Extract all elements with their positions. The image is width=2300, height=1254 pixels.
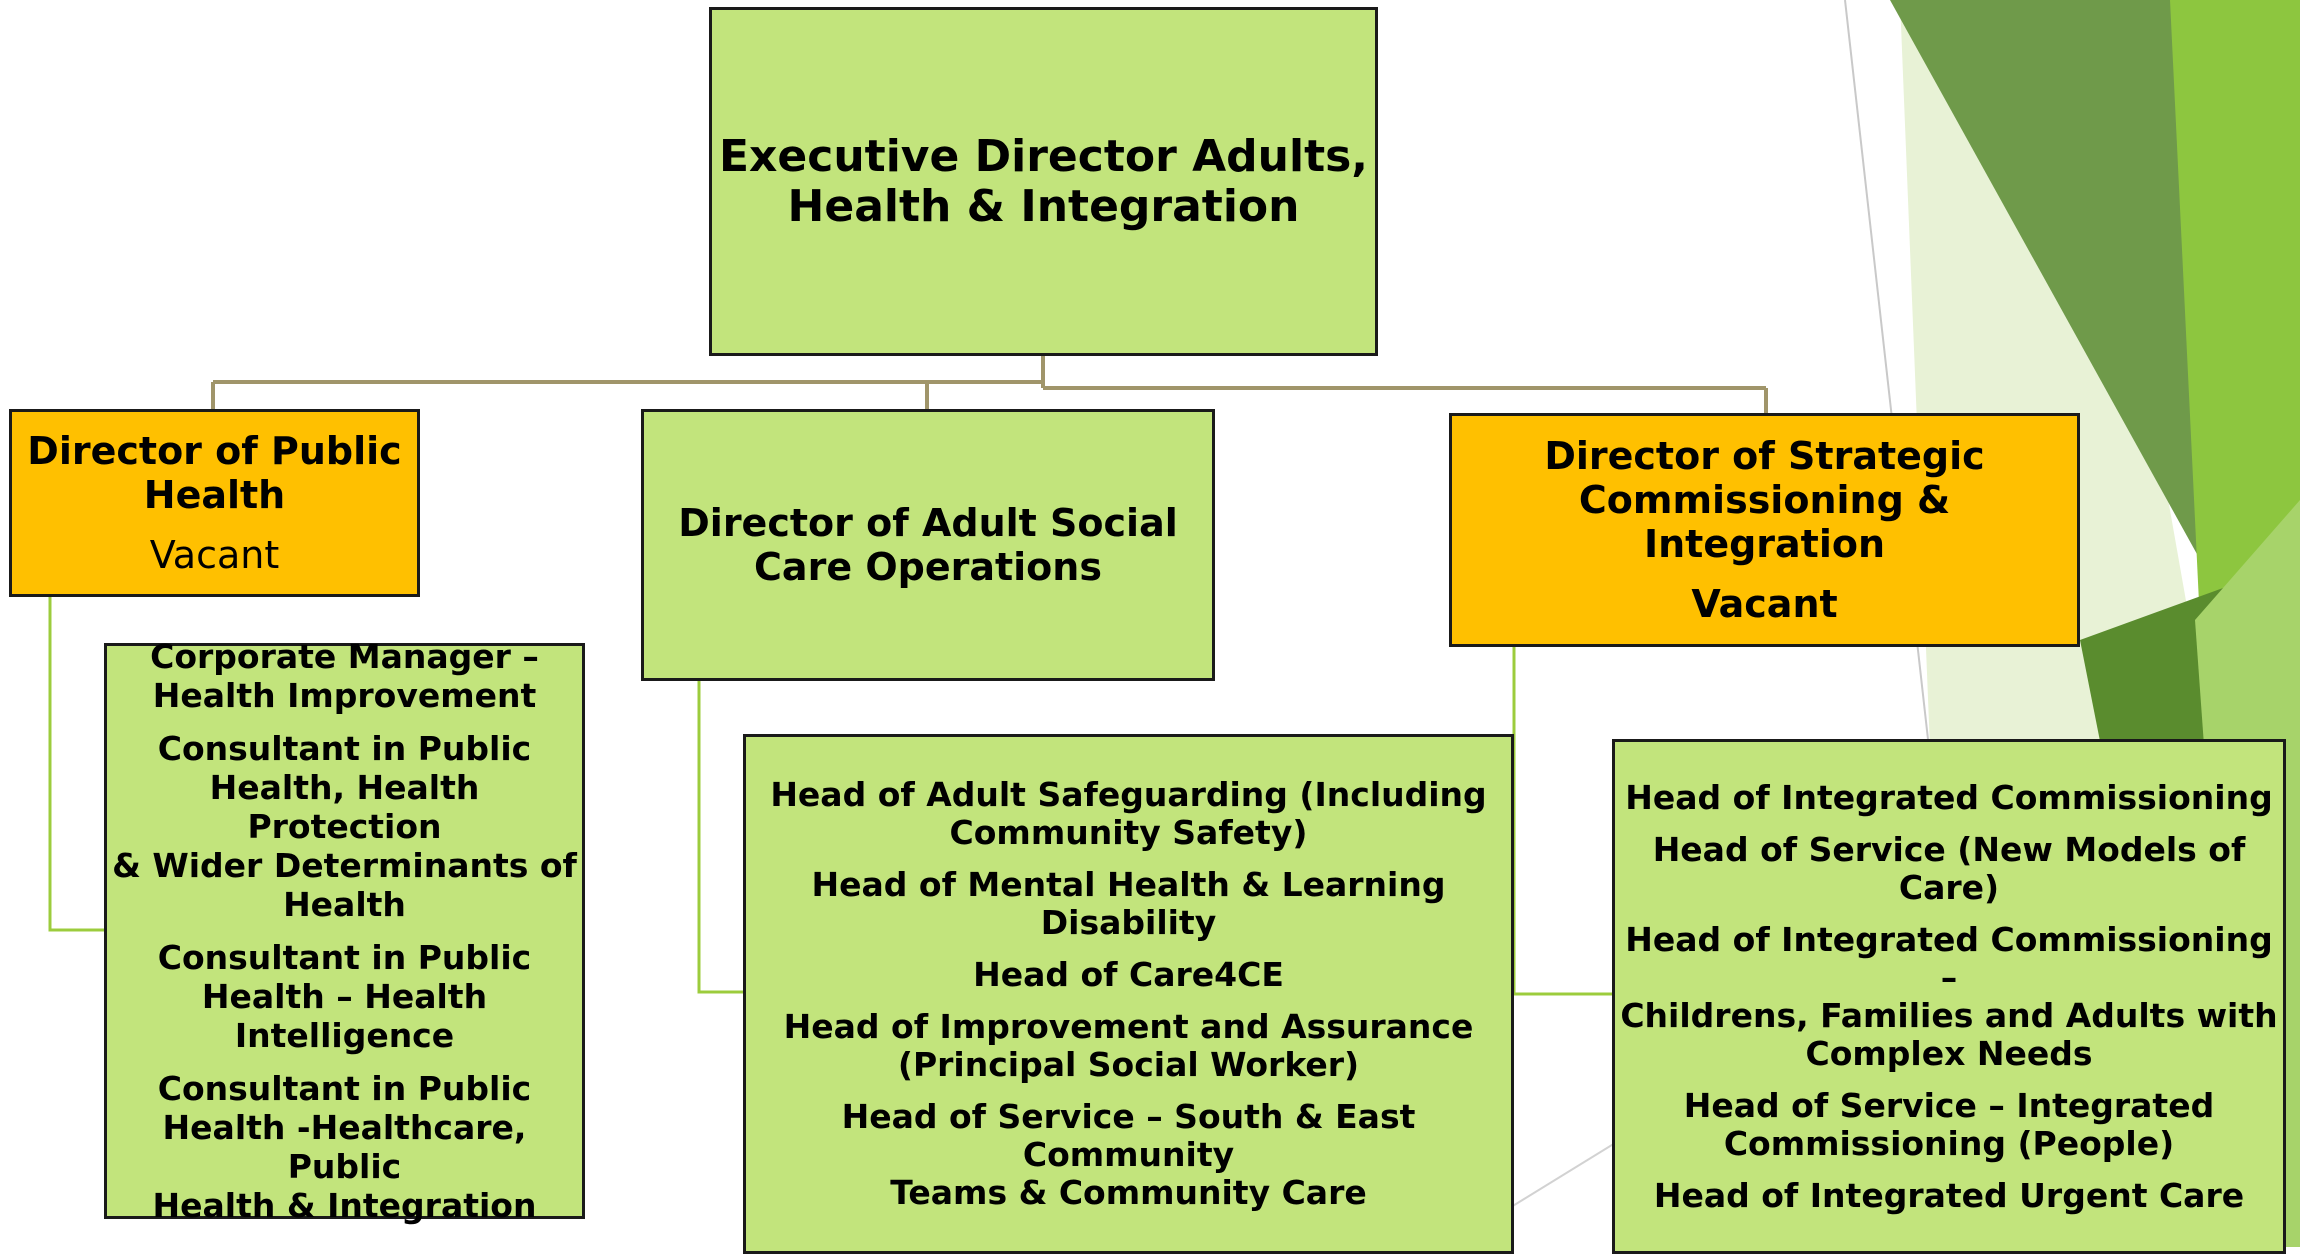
report-line: Consultant in Public bbox=[157, 1069, 532, 1108]
report-item: Consultant in Public Health -Healthcare,… bbox=[107, 1069, 582, 1225]
report-item: Head of Integrated Commissioning bbox=[1625, 777, 2273, 817]
report-line: (Principal Social Worker) bbox=[897, 1045, 1360, 1084]
report-line: Head of Integrated Commissioning – bbox=[1625, 919, 2273, 997]
report-line: Teams & Community Care bbox=[890, 1173, 1367, 1212]
report-line: Head of Adult Safeguarding (Including bbox=[770, 775, 1487, 814]
director-adult-social-care-title-line1: Director of Adult Social bbox=[678, 501, 1178, 545]
director-public-health-status: Vacant bbox=[149, 533, 280, 577]
report-line: Complex Needs bbox=[1805, 1033, 2093, 1073]
report-line: Health bbox=[283, 885, 406, 924]
report-item: Corporate Manager – Health Improvement bbox=[150, 637, 539, 715]
report-line: Head of Care4CE bbox=[973, 955, 1284, 994]
report-line: Head of Improvement and Assurance bbox=[783, 1007, 1474, 1046]
executive-director-title-line2: Health & Integration bbox=[787, 180, 1300, 232]
adult-social-care-reports-box: Head of Adult Safeguarding (Including Co… bbox=[743, 734, 1514, 1254]
report-line: Corporate Manager – bbox=[150, 637, 539, 676]
report-line: Community Safety) bbox=[949, 813, 1308, 852]
report-line: Head of Integrated Commissioning bbox=[1625, 777, 2273, 817]
connector-sc-reports bbox=[1512, 646, 1612, 996]
director-public-health-title-line2: Health bbox=[143, 473, 286, 517]
report-item: Head of Mental Health & Learning Disabil… bbox=[746, 866, 1511, 942]
connector-ph-reports bbox=[48, 596, 106, 932]
report-line: Commissioning (People) bbox=[1723, 1123, 2175, 1163]
report-item: Head of Improvement and Assurance (Princ… bbox=[784, 1008, 1474, 1084]
report-line: Head of Service – South & East Community bbox=[841, 1097, 1416, 1174]
report-item: Head of Adult Safeguarding (Including Co… bbox=[770, 776, 1486, 852]
director-strategic-commissioning-title-line1: Director of Strategic bbox=[1544, 434, 1985, 478]
report-line: Consultant in Public bbox=[157, 938, 532, 977]
executive-director-title-line1: Executive Director Adults, bbox=[718, 130, 1369, 182]
report-item: Consultant in Public Health – Health Int… bbox=[158, 938, 531, 1055]
report-item: Head of Integrated Commissioning – Child… bbox=[1615, 919, 2283, 1073]
report-line: Health, Health Protection bbox=[209, 768, 480, 846]
report-line: Health -Healthcare, Public bbox=[162, 1108, 527, 1186]
report-item: Head of Integrated Urgent Care bbox=[1653, 1175, 2245, 1215]
director-strategic-commissioning-title-line2: Commissioning & Integration bbox=[1578, 478, 1951, 566]
director-public-health-title-line1: Director of Public bbox=[27, 429, 402, 473]
report-item: Head of Service (New Models of Care) bbox=[1615, 829, 2283, 907]
report-line: Health Improvement bbox=[152, 676, 537, 715]
director-adult-social-care-title-line2: Care Operations bbox=[754, 545, 1102, 589]
executive-director-box: Executive Director Adults, Health & Inte… bbox=[709, 7, 1378, 356]
report-line: Head of Service – Integrated bbox=[1683, 1085, 2215, 1125]
strategic-commissioning-reports-box: Head of Integrated Commissioning Head of… bbox=[1612, 739, 2286, 1254]
report-line: & Wider Determinants of bbox=[112, 846, 577, 885]
report-line: Head of Mental Health & Learning Disabil… bbox=[811, 865, 1446, 942]
director-public-health-box: Director of Public Health Vacant bbox=[9, 409, 420, 597]
report-item: Consultant in Public Health, Health Prot… bbox=[107, 729, 582, 924]
director-strategic-commissioning-box: Director of Strategic Commissioning & In… bbox=[1449, 413, 2080, 647]
report-item: Head of Care4CE bbox=[973, 956, 1284, 994]
report-item: Head of Service – South & East Community… bbox=[746, 1098, 1511, 1212]
report-line: Health – Health bbox=[201, 977, 488, 1016]
connector-asc-reports bbox=[697, 680, 745, 994]
report-line: Childrens, Families and Adults with bbox=[1620, 995, 2278, 1035]
report-line: Consultant in Public bbox=[157, 729, 532, 768]
report-line: Health & Integration bbox=[152, 1186, 537, 1225]
director-adult-social-care-box: Director of Adult Social Care Operations bbox=[641, 409, 1215, 681]
report-line: Intelligence bbox=[234, 1016, 455, 1055]
report-item: Head of Service – Integrated Commissioni… bbox=[1683, 1085, 2215, 1163]
public-health-reports-box: Corporate Manager – Health Improvement C… bbox=[104, 637, 585, 1225]
director-strategic-commissioning-status: Vacant bbox=[1691, 582, 1838, 626]
report-line: Head of Service (New Models of Care) bbox=[1652, 829, 2246, 907]
report-line: Head of Integrated Urgent Care bbox=[1653, 1175, 2245, 1215]
